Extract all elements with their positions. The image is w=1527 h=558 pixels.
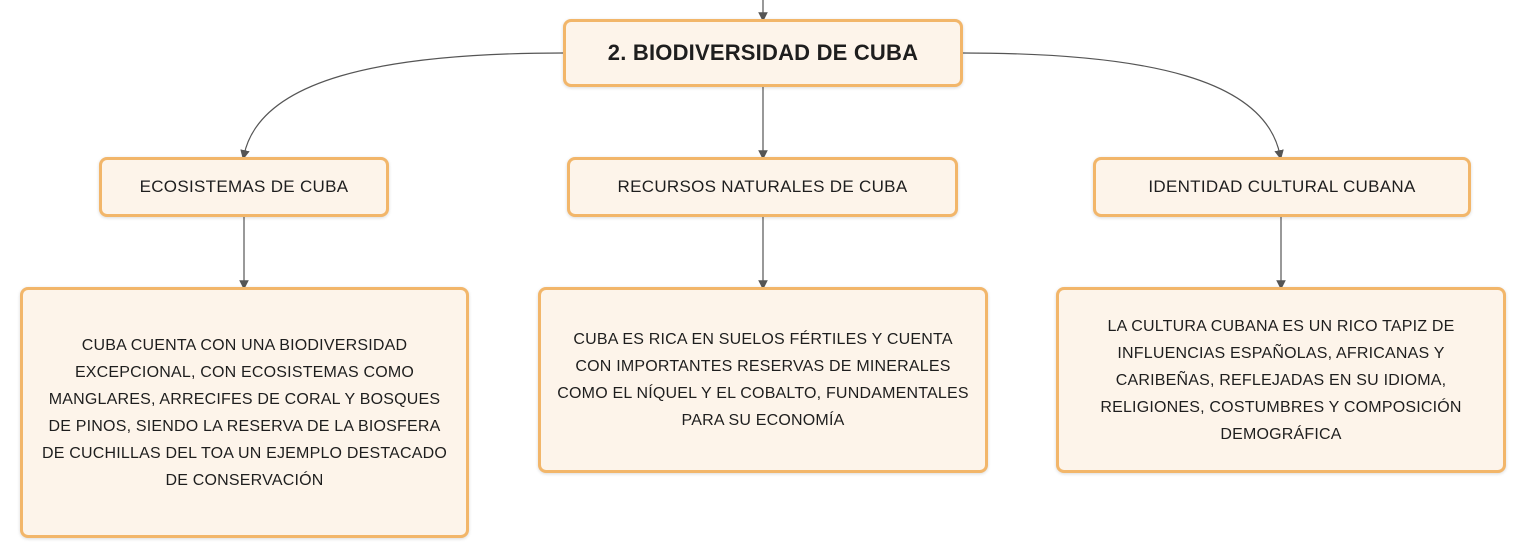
detail-node-text: CUBA CUENTA CON UNA BIODIVERSIDAD EXCEPC…: [41, 336, 448, 489]
connector-root-to-identidad: [962, 52, 1284, 160]
branch-node-label: ECOSISTEMAS DE CUBA: [139, 177, 349, 196]
branch-node-identidad[interactable]: IDENTIDAD CULTURAL CUBANA: [1093, 157, 1471, 217]
branch-node-label: RECURSOS NATURALES DE CUBA: [617, 177, 908, 196]
detail-node-identidad[interactable]: LA CULTURA CUBANA ES UN RICO TAPIZ DE IN…: [1056, 287, 1506, 473]
branch-node-recursos[interactable]: RECURSOS NATURALES DE CUBA: [567, 157, 958, 217]
branch-node-label: IDENTIDAD CULTURAL CUBANA: [1148, 177, 1416, 196]
detail-node-text: CUBA ES RICA EN SUELOS FÉRTILES Y CUENTA…: [557, 331, 969, 429]
detail-node-text: LA CULTURA CUBANA ES UN RICO TAPIZ DE IN…: [1100, 317, 1462, 443]
branch-node-ecosistemas[interactable]: ECOSISTEMAS DE CUBA: [99, 157, 389, 217]
detail-node-recursos[interactable]: CUBA ES RICA EN SUELOS FÉRTILES Y CUENTA…: [538, 287, 988, 473]
detail-node-ecosistemas[interactable]: CUBA CUENTA CON UNA BIODIVERSIDAD EXCEPC…: [20, 287, 469, 538]
root-node-label: 2. BIODIVERSIDAD DE CUBA: [607, 40, 919, 65]
connector-root-to-ecosistemas: [240, 52, 564, 160]
root-node[interactable]: 2. BIODIVERSIDAD DE CUBA: [563, 19, 963, 87]
